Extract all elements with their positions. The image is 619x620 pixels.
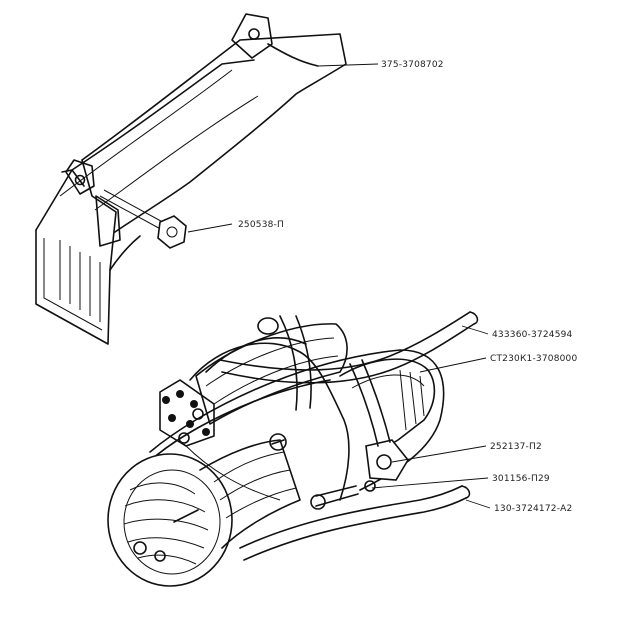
leader-cable-upper <box>461 325 489 335</box>
leader-washer <box>371 477 489 489</box>
callout-label-cable-upper: 433360-3724594 <box>492 330 573 340</box>
leader-bracket <box>317 63 379 67</box>
callout-label-starter: СТ230К1-3708000 <box>490 354 577 364</box>
cable-upper-part <box>219 311 479 384</box>
nut-part <box>157 215 187 249</box>
callout-labels: 375-3708702 250538-П 433360-3724594 СТ23… <box>238 60 577 514</box>
starter-part <box>107 315 445 587</box>
callout-label-washer: 301156-П29 <box>492 474 550 484</box>
callout-label-cable-lower: 130-3724172-А2 <box>494 504 572 514</box>
callout-label-nut: 250538-П <box>238 220 284 230</box>
callout-label-bracket: 375-3708702 <box>381 60 444 70</box>
leader-cable-lower <box>465 499 491 509</box>
leader-nut-lower <box>391 445 487 463</box>
callout-label-nut-lower: 252137-П2 <box>490 442 542 452</box>
cable-lower-part <box>239 485 471 561</box>
leader-nut <box>187 223 233 233</box>
leader-starter <box>419 357 487 373</box>
leader-lines <box>187 63 491 509</box>
bracket-part <box>35 13 347 345</box>
